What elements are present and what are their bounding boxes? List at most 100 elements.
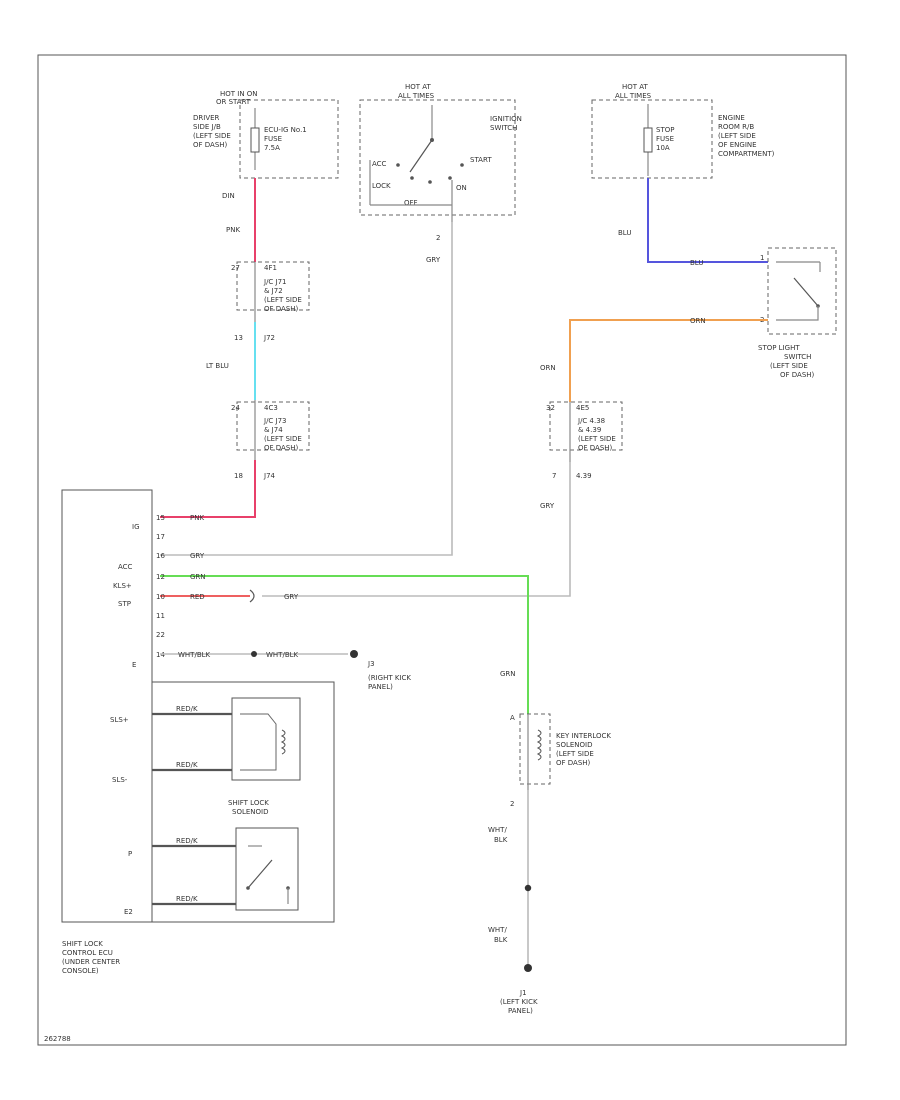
stop-switch-box <box>767 247 837 335</box>
ecu-pin-acc-name: ACC <box>118 563 133 571</box>
j1-label-top: DIN <box>222 192 235 200</box>
splice-dot-key <box>524 884 532 892</box>
ecu-pin-22-num: 22 <box>156 631 165 639</box>
j1-ref-bot: J72 <box>263 334 275 342</box>
key-interlock-desc-2: (LEFT SIDE <box>556 750 594 758</box>
j2-box <box>236 401 310 451</box>
ign-desc-0: IGNITION <box>490 115 522 123</box>
ecu-pin-kls-name: KLS+ <box>113 582 132 590</box>
ecu-pin-17-num: 17 <box>156 533 165 541</box>
solenoid-label-1: SOLENOID <box>232 808 268 816</box>
right-source-desc-2: (LEFT SIDE <box>718 132 756 140</box>
ign-switch-blade <box>409 139 433 173</box>
green-wire <box>160 575 529 714</box>
orange-wire <box>569 319 768 402</box>
key-wire-label-wht-1: WHT/ <box>488 826 507 834</box>
p-switch-blade <box>247 859 273 889</box>
key-wire-label-blk-2: BLK <box>494 936 508 944</box>
ecu-ground-label-2: WHT/BLK <box>266 651 299 659</box>
ground-j1-icon <box>524 964 532 972</box>
ign-contact-lock <box>410 176 414 180</box>
green-wire-label-h: GRN <box>190 573 206 581</box>
light-blue-wire-label: LT BLU <box>206 362 229 370</box>
j1-ref-top: 4F1 <box>264 264 277 272</box>
ign-contact-on <box>448 176 452 180</box>
stp-inline-connector <box>249 589 255 603</box>
pink-wire-label-lower: PNK <box>190 514 204 522</box>
left-source-desc-1: SIDE J/B <box>193 123 221 131</box>
ign-pin: 2 <box>436 234 440 242</box>
ign-pivot <box>430 138 434 142</box>
right-source-box <box>591 99 713 179</box>
ign-pos-start: START <box>470 156 492 164</box>
ecu-pin-e-num: 14 <box>156 651 165 659</box>
ecu-inner-box <box>151 681 335 923</box>
j3-desc-0: J/C 4.38 <box>577 417 605 425</box>
ecu-inner-sls-minus: SLS- <box>112 776 128 784</box>
j3-pin-top: 32 <box>546 404 555 412</box>
stop-switch-blade <box>793 277 819 307</box>
orange-wire-label-v: ORN <box>540 364 556 372</box>
ecu-pin-stp-num: 10 <box>156 593 165 601</box>
inner-wire-label-4: RED/K <box>176 895 198 903</box>
j2-pin-top: 24 <box>231 404 240 412</box>
ground-j3-name: J3 <box>367 660 375 668</box>
blue-wire-label-v: BLU <box>618 229 631 237</box>
diagram-frame <box>37 54 847 1046</box>
left-fuse-symbol <box>250 127 260 153</box>
left-source-title2: OR START <box>216 98 251 106</box>
solenoid-body <box>240 713 277 771</box>
red-wire-label: RED <box>190 593 205 601</box>
blue-wire <box>647 178 768 263</box>
stop-switch-bottom-lead <box>776 306 819 321</box>
ign-contact-start <box>460 163 464 167</box>
p-switch-pivot <box>246 886 250 890</box>
key-interlock-desc-3: OF DASH) <box>556 759 591 767</box>
solenoid-coil <box>280 729 286 755</box>
j3-box <box>549 401 623 451</box>
j3-desc-3: OF DASH) <box>578 444 613 452</box>
gray-wire-acc <box>160 222 453 556</box>
solenoid-box <box>231 697 301 781</box>
inner-wire-label-2: RED/K <box>176 761 198 769</box>
stop-switch-desc-2: (LEFT SIDE <box>770 362 808 370</box>
ign-contact-acc <box>396 163 400 167</box>
ecu-desc-1: CONTROL ECU <box>62 949 113 957</box>
key-interlock-coil <box>536 729 542 761</box>
stop-switch-pin1: 1 <box>760 254 764 262</box>
ecu-box <box>61 489 153 923</box>
left-source-title1: HOT IN ON <box>220 90 258 98</box>
j3-pin-bot: 7 <box>552 472 556 480</box>
orange-wire-label-h: ORN <box>690 317 706 325</box>
ground-j1-name: J1 <box>519 989 527 997</box>
ground-j1-desc-1: PANEL) <box>508 1007 533 1015</box>
right-fuse-1: FUSE <box>656 135 674 143</box>
gray-wire-label-ign: GRY <box>426 256 441 264</box>
stop-switch-desc-0: STOP LIGHT <box>758 344 800 352</box>
ign-switch-box <box>359 99 516 216</box>
ign-pos-acc: ACC <box>372 160 387 168</box>
j2-desc-0: J/C J73 <box>263 417 287 425</box>
j2-ref-bot: J74 <box>263 472 276 480</box>
key-interlock-box <box>519 713 551 785</box>
ign-desc-1: SWITCH <box>490 124 517 132</box>
solenoid-label-0: SHIFT LOCK <box>228 799 269 807</box>
j1-pin-bot: 13 <box>234 334 243 342</box>
left-fuse-2: 7.5A <box>264 144 280 152</box>
j2-desc-2: (LEFT SIDE <box>264 435 302 443</box>
j3-desc-2: (LEFT SIDE <box>578 435 616 443</box>
right-source-desc-3: OF ENGINE <box>718 141 757 149</box>
blue-wire-label-h: BLU <box>690 259 703 267</box>
key-wire-label-wht-2: WHT/ <box>488 926 507 934</box>
ign-pos-on: ON <box>456 184 467 192</box>
ground-j3-desc-0: (RIGHT KICK <box>368 674 411 682</box>
ecu-pin-e-name: E <box>132 661 136 669</box>
j1-desc-2: (LEFT SIDE <box>264 296 302 304</box>
green-wire-label-v: GRN <box>500 670 516 678</box>
j3-ref-top: 4E5 <box>576 404 589 412</box>
ign-pos-lock: LOCK <box>372 182 391 190</box>
j1-pin-top: 27 <box>231 264 240 272</box>
ground-j3-icon <box>350 650 358 658</box>
ecu-inner-p: P <box>128 850 132 858</box>
ecu-desc-0: SHIFT LOCK <box>62 940 103 948</box>
